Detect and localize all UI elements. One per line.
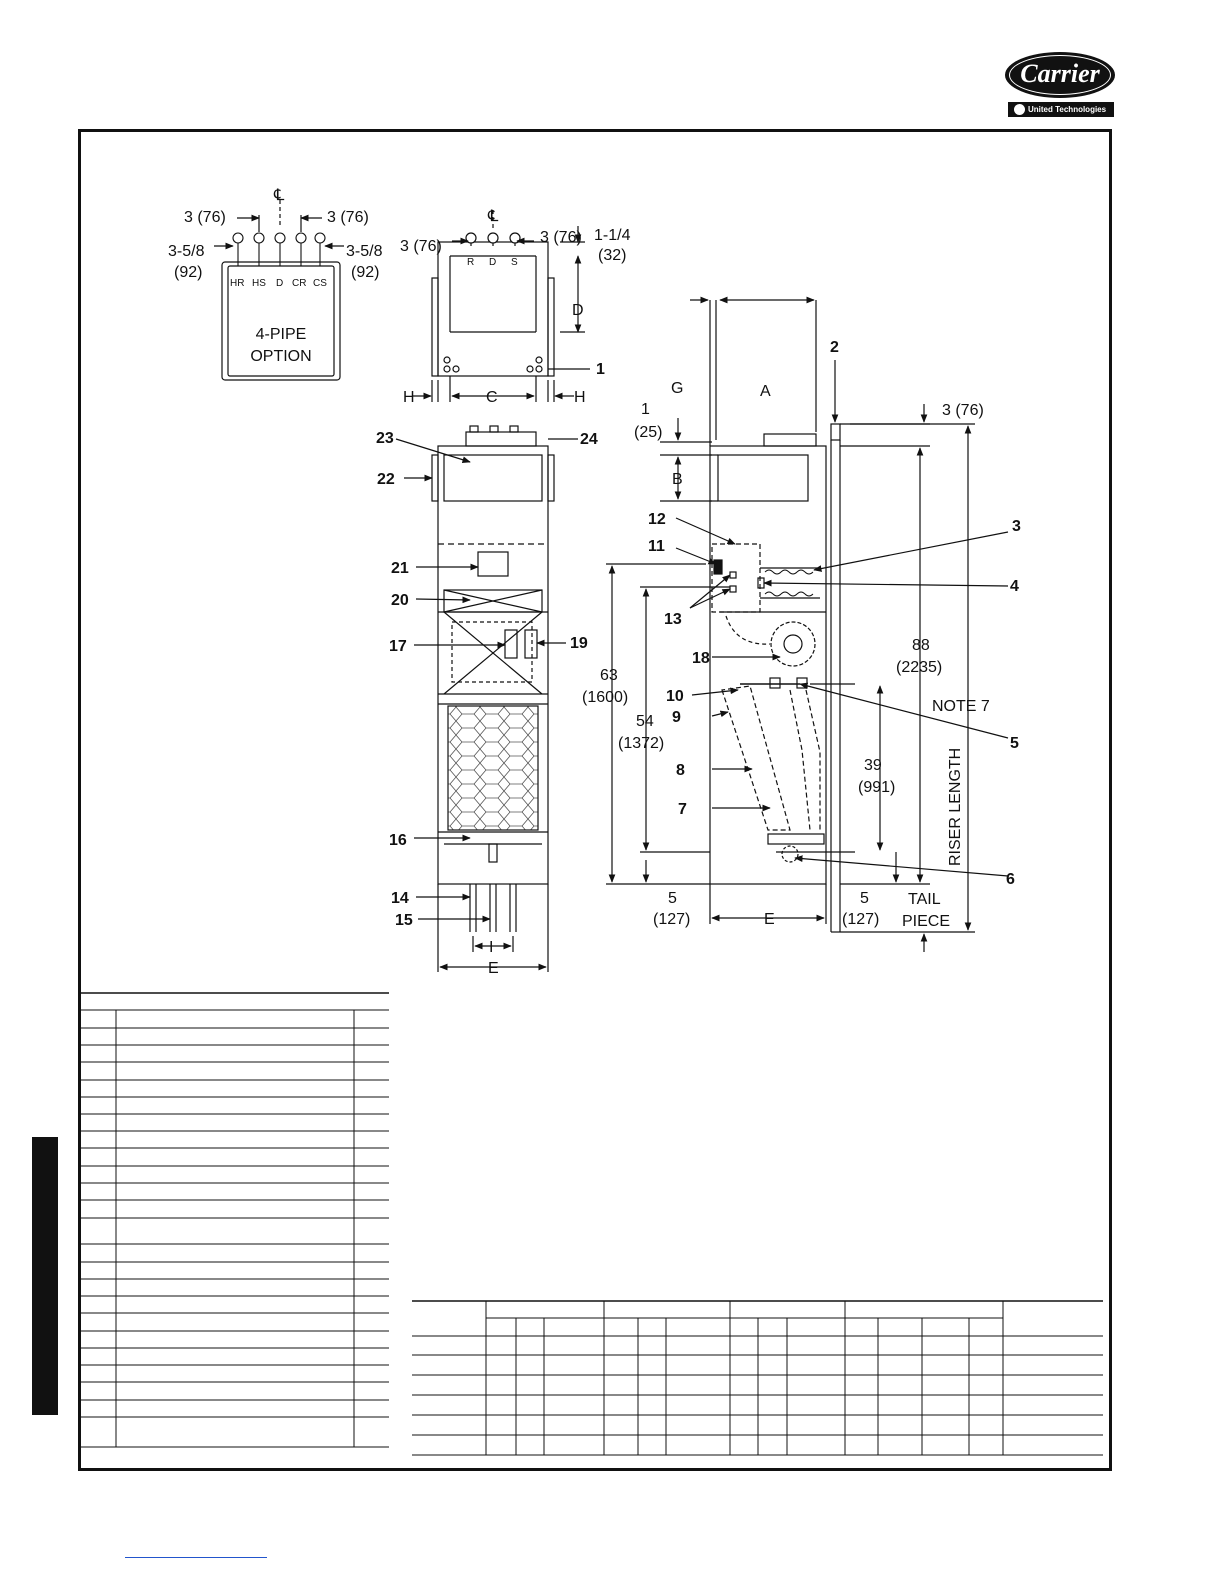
dim-top-gap-mm: (25) (634, 424, 662, 441)
callout-23: 23 (376, 430, 394, 447)
callout-16: 16 (389, 832, 407, 849)
united-technologies-mark-icon (1014, 104, 1025, 115)
dim-bottom-left-mm: (127) (653, 911, 690, 928)
dim-bottom-right-mm: (127) (842, 911, 879, 928)
callout-15: 15 (395, 912, 413, 929)
top-view-corner-mm: (32) (598, 247, 626, 264)
logo-oval (1005, 52, 1115, 98)
callout-12: 12 (648, 511, 666, 528)
top-view-corner-in: 1-1/4 (594, 227, 631, 244)
section-side-tab (32, 1137, 58, 1415)
four-pipe-side-left-in: 3-5/8 (168, 243, 205, 260)
dim-letter-d: D (572, 302, 584, 319)
callout-3: 3 (1012, 518, 1021, 535)
dim-63-mm: (1600) (582, 689, 628, 706)
callout-7: 7 (678, 801, 687, 818)
dim-letter-c: C (486, 389, 498, 406)
dim-88-in: 88 (912, 637, 930, 654)
callout-6: 6 (1006, 871, 1015, 888)
four-pipe-option-view (214, 200, 344, 381)
port-label-hr: HR (230, 278, 244, 289)
callout-17: 17 (389, 638, 407, 655)
dim-bottom-left-in: 5 (668, 890, 677, 907)
port-label-cs: CS (313, 278, 327, 289)
dim-letter-i: I (489, 939, 493, 956)
riser-length-label: RISER LENGTH (947, 748, 964, 866)
carrier-logo: Carrier United Technologies (1005, 52, 1115, 118)
option-label-line1: 4-PIPE (256, 326, 307, 343)
four-pipe-ports (232, 232, 326, 266)
dim-63-in: 63 (600, 667, 618, 684)
four-pipe-centerline: ℄ (273, 187, 285, 204)
callout-13: 13 (664, 611, 682, 628)
logo-tagline-bar: United Technologies (1008, 102, 1114, 117)
callout-8: 8 (676, 762, 685, 779)
callout-19: 19 (570, 635, 588, 652)
footer-link-rule (125, 1557, 267, 1558)
callout-2: 2 (830, 339, 839, 356)
top-view (412, 210, 590, 402)
dim-letter-a: A (760, 383, 771, 400)
logo-tagline: United Technologies (1028, 105, 1107, 114)
four-pipe-side-left-mm: (92) (174, 264, 202, 281)
dim-39-in: 39 (864, 757, 882, 774)
note-7: NOTE 7 (932, 698, 990, 715)
top-view-dim-right: 3 (76) (540, 229, 582, 246)
dim-letter-e-front: E (488, 960, 499, 977)
callout-24: 24 (580, 431, 598, 448)
callout-21: 21 (391, 560, 409, 577)
port-label-cr: CR (292, 278, 306, 289)
option-label-line2: OPTION (250, 348, 311, 365)
front-view (395, 425, 578, 972)
callout-18: 18 (692, 650, 710, 667)
legend-table (80, 992, 389, 1448)
top-view-dim-left: 3 (76) (400, 238, 442, 255)
dim-letter-h-right: H (574, 389, 586, 406)
callout-11: 11 (648, 538, 665, 555)
tail-piece-line2: PIECE (902, 913, 950, 930)
dim-39-mm: (991) (858, 779, 895, 796)
tail-piece-line1: TAIL (908, 891, 941, 908)
callout-20: 20 (391, 592, 409, 609)
dim-riser-top: 3 (76) (942, 402, 984, 419)
callout-5: 5 (1010, 735, 1019, 752)
dim-top-gap-in: 1 (641, 401, 650, 418)
drawing-frame (78, 129, 1112, 1471)
dim-letter-e-side: E (764, 911, 775, 928)
logo-wordmark: Carrier (1020, 59, 1100, 88)
four-pipe-dim-left: 3 (76) (184, 209, 226, 226)
side-view (606, 296, 1009, 952)
callout-9: 9 (672, 709, 681, 726)
dim-letter-b: B (672, 471, 683, 488)
port-label-d: D (276, 278, 283, 289)
callout-22: 22 (377, 471, 395, 488)
callout-1: 1 (596, 361, 605, 378)
dim-88-mm: (2235) (896, 659, 942, 676)
top-view-ports (465, 232, 521, 246)
top-view-centerline: ℄ (487, 208, 499, 225)
dim-bottom-right-in: 5 (860, 890, 869, 907)
dim-letter-h-left: H (403, 389, 415, 406)
dim-54-in: 54 (636, 713, 654, 730)
top-port-label-s: S (511, 257, 518, 268)
callout-14: 14 (391, 890, 409, 907)
dim-54-mm: (1372) (618, 735, 664, 752)
port-label-hs: HS (252, 278, 266, 289)
dim-letter-g: G (671, 380, 683, 397)
dimension-table (412, 1300, 1103, 1456)
top-port-label-d: D (489, 257, 496, 268)
four-pipe-dim-right: 3 (76) (327, 209, 369, 226)
four-pipe-side-right-in: 3-5/8 (346, 243, 383, 260)
callout-4: 4 (1010, 578, 1019, 595)
four-pipe-side-right-mm: (92) (351, 264, 379, 281)
top-port-label-r: R (467, 257, 474, 268)
callout-10: 10 (666, 688, 684, 705)
